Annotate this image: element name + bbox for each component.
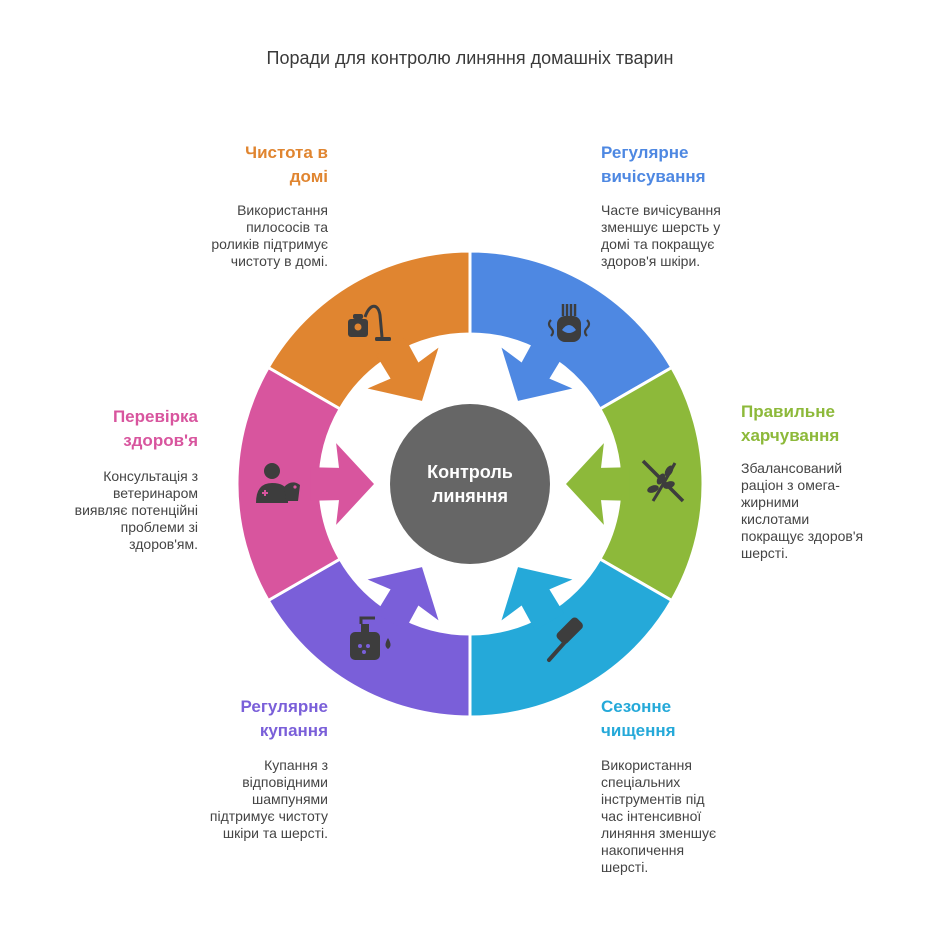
veterinarian-icon xyxy=(256,463,300,503)
arrow-nutrition xyxy=(566,443,630,525)
arrow-seasonal xyxy=(501,567,573,631)
arrow-health xyxy=(310,443,374,525)
no-grain-icon xyxy=(641,459,685,503)
pet-brush-icon xyxy=(547,304,591,342)
center-label-line2: линяння xyxy=(432,486,508,506)
arrow-cleanliness xyxy=(367,337,439,401)
vacuum-cleaner-icon xyxy=(348,304,391,341)
center-hub xyxy=(390,404,550,564)
diagram-title: Поради для контролю линяння домашніх тва… xyxy=(266,48,674,68)
lint-roller-icon xyxy=(547,617,583,662)
shampoo-bottle-icon xyxy=(350,616,391,660)
center-label-line1: Контроль xyxy=(427,462,513,482)
arrow-brushing xyxy=(501,337,573,401)
arrow-bathing xyxy=(367,567,439,631)
